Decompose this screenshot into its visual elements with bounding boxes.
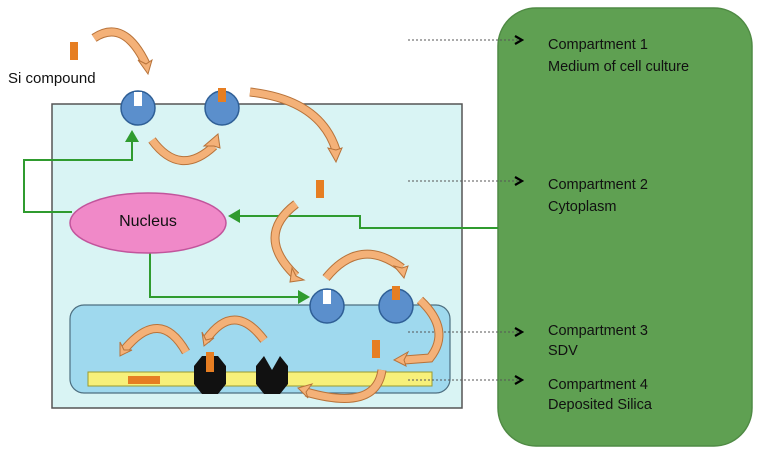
compartment-1-title: Compartment 1 <box>548 37 648 53</box>
si-compound-icon <box>70 42 78 60</box>
curved-arrow-icon <box>392 296 444 367</box>
nucleus <box>69 192 227 254</box>
compartment-2-subtitle: Cytoplasm <box>548 199 617 215</box>
curved-arrow-icon <box>201 315 268 347</box>
signal-path-nucleus-to-sdv-transporter <box>149 238 310 304</box>
curved-arrow-icon <box>148 133 221 165</box>
compartment-4-title: Compartment 4 <box>548 377 648 393</box>
nucleus-label: Nucleus <box>119 213 177 230</box>
curved-arrow-icon <box>270 200 306 283</box>
si-compound-icon <box>316 180 324 198</box>
curved-arrow-icon <box>249 87 343 164</box>
transporter-icon <box>378 286 414 324</box>
compartment-3-title: Compartment 3 <box>548 323 648 339</box>
silica-binding-protein-icon <box>194 352 226 394</box>
transporter-icon <box>120 90 156 126</box>
compartment-3-subtitle: SDV <box>548 343 578 359</box>
compartment-4-subtitle: Deposited Silica <box>548 397 652 413</box>
si-compound-icon <box>128 376 160 384</box>
transporter-icon <box>309 288 345 324</box>
curved-arrow-icon <box>119 324 190 357</box>
si-compound-icon <box>372 340 380 358</box>
curved-arrow-icon <box>92 28 153 76</box>
curved-arrow-icon <box>322 249 409 281</box>
si-compound-label: Si compound <box>8 70 96 87</box>
signal-path-nucleus-to-membrane-transporter <box>23 130 139 213</box>
compartment-2-title: Compartment 2 <box>548 177 648 193</box>
transporter-icon <box>204 88 240 126</box>
signal-path-to-nucleus <box>228 209 498 229</box>
silica-binding-protein-icon <box>256 356 288 394</box>
compartment-1-subtitle: Medium of cell culture <box>548 59 690 75</box>
curved-arrow-icon <box>297 369 387 403</box>
